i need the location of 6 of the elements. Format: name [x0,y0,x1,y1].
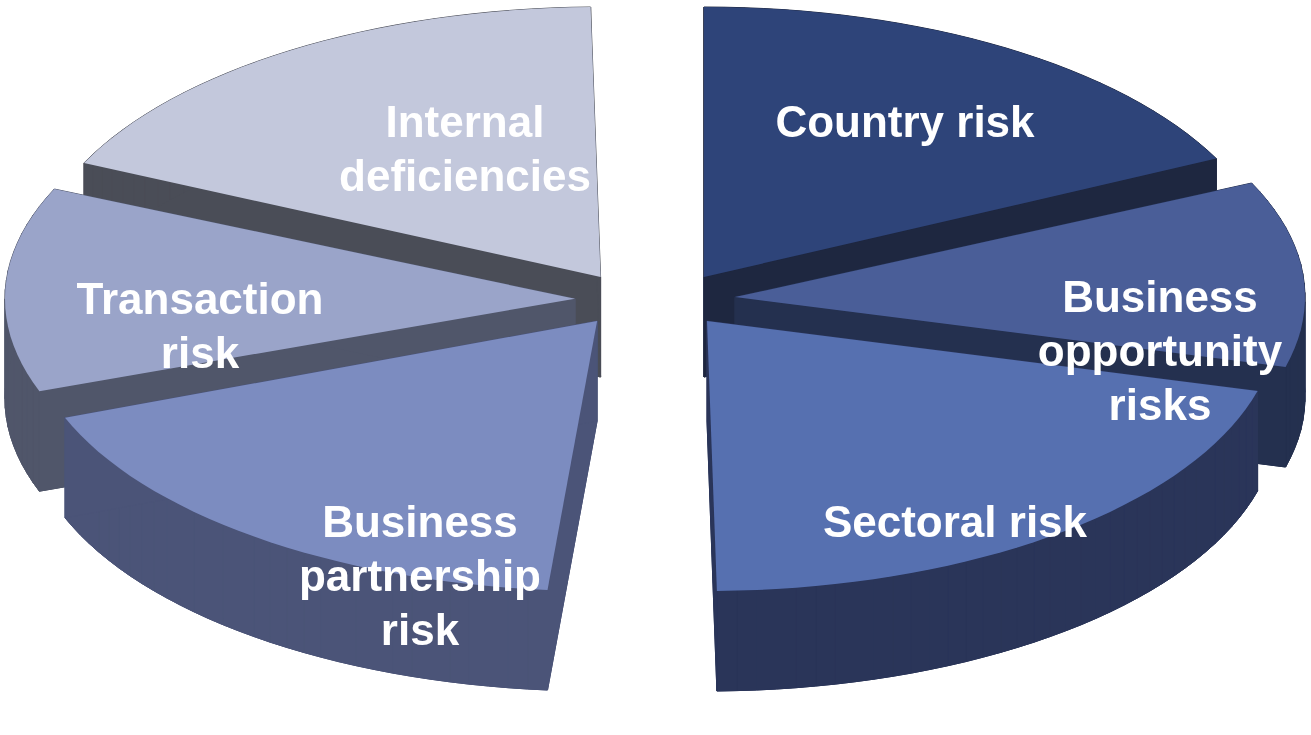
slice-label: Business opportunity risks [1036,271,1284,431]
slice-label: Sectoral risk [821,496,1089,548]
slice-label: Transaction risk [75,273,325,379]
slice-label: Business partnership risk [297,496,542,656]
slice-label: Country risk [774,96,1036,148]
slice-label: Internal deficiencies [338,96,592,202]
